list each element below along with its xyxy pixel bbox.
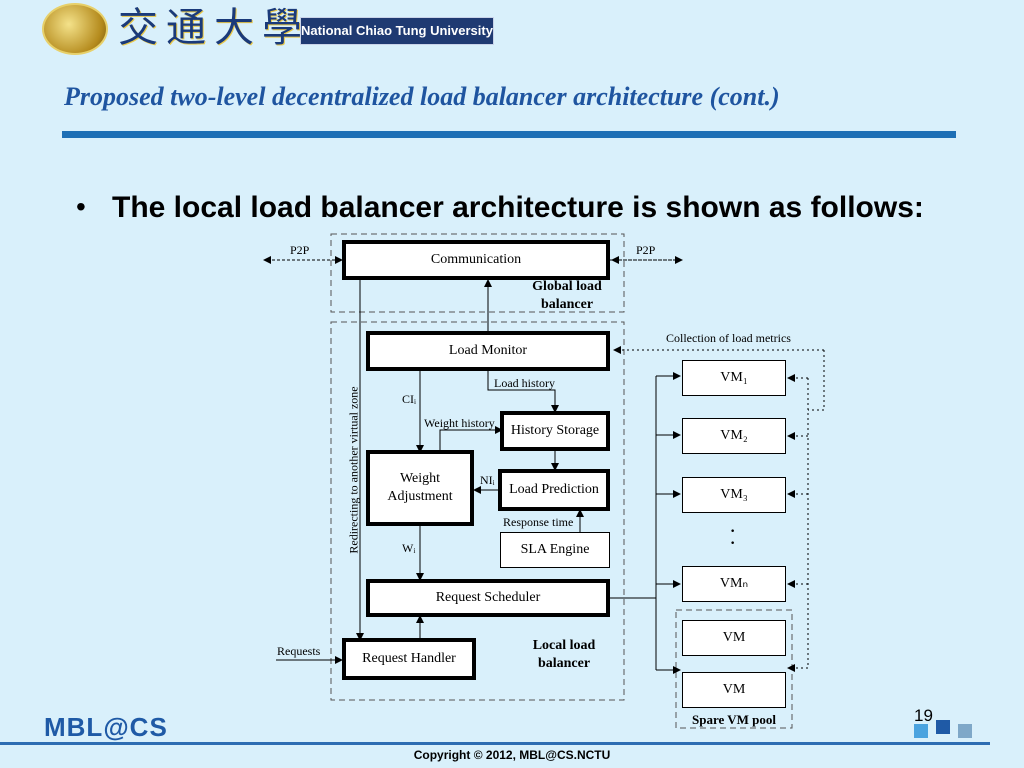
spare-vm-box-2: VM: [682, 672, 786, 708]
vm2-box: VM₂: [682, 418, 786, 454]
page-number: 19: [914, 706, 933, 725]
decor-square-2: [936, 720, 950, 734]
spare-vm-pool-label: Spare VM pool: [691, 712, 777, 727]
vmn-box: VMₙ: [682, 566, 786, 602]
global-load-balancer-label: Global load balancer: [532, 279, 602, 312]
ni-label: NIᵢ: [480, 473, 495, 487]
local-load-balancer-label: Local load balancer: [532, 638, 596, 671]
university-seal-logo: [42, 3, 108, 55]
vm3-box: VM₃: [682, 477, 786, 513]
load-history-label: Load history: [494, 376, 555, 390]
request-handler-box: Request Handler: [342, 638, 476, 680]
history-storage-box: History Storage: [500, 411, 610, 451]
decor-square-1: [914, 724, 928, 738]
response-time-label: Response time: [503, 515, 574, 529]
p2p-left-label: P2P: [290, 243, 310, 257]
bullet-text: The local load balancer architecture is …: [112, 191, 924, 224]
decor-square-3: [958, 724, 972, 738]
collection-metrics-label: Collection of load metrics: [666, 331, 791, 345]
bullet-icon: •: [76, 191, 86, 222]
footer-divider: [0, 742, 990, 745]
load-monitor-box: Load Monitor: [366, 331, 610, 371]
university-name-cjk: 交通大學: [118, 5, 310, 51]
ci-label: CIᵢ: [402, 392, 416, 406]
sla-engine-box: SLA Engine: [500, 532, 610, 568]
request-scheduler-box: Request Scheduler: [366, 579, 610, 617]
slide-title: Proposed two-level decentralized load ba…: [64, 82, 780, 111]
weight-history-label: Weight history: [424, 416, 495, 430]
copyright-text: Copyright © 2012, MBL@CS.NCTU: [413, 748, 611, 762]
vm1-box: VM₁: [682, 360, 786, 396]
mbl-logo: MBL@CS: [44, 712, 168, 742]
load-history-arrow: [487, 370, 559, 413]
metrics-collector-a: [808, 350, 825, 411]
title-divider: [62, 131, 956, 138]
local-region-outline: [330, 321, 625, 701]
p2p-right-label: P2P: [636, 243, 656, 257]
ellipsis-dots: ··: [730, 523, 736, 552]
university-name-banner: National Chiao Tung University: [300, 17, 494, 45]
weight-adjustment-box: Weight Adjustment: [366, 450, 474, 526]
load-prediction-box: Load Prediction: [498, 469, 610, 511]
weight-history-arrow: [439, 426, 503, 452]
redirect-label: Redirecting to another virtual zone: [346, 386, 361, 554]
wi-label: Wᵢ: [402, 541, 416, 555]
requests-label: Requests: [277, 644, 321, 658]
spare-vm-box-1: VM: [682, 620, 786, 656]
communication-box: Communication: [342, 240, 610, 280]
global-region-outline: [330, 233, 625, 313]
